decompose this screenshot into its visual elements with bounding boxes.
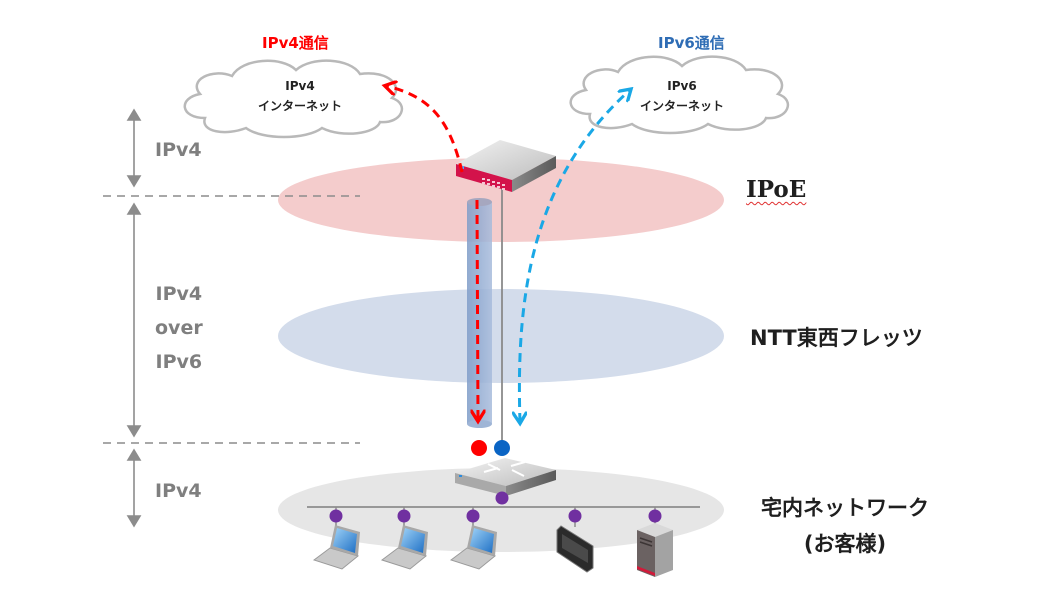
ipv4-over-ipv6-tunnel [467, 198, 492, 428]
layer-middle-line3: IPv6 [155, 351, 203, 373]
flets-zone [278, 289, 724, 383]
ipv6-cloud-line2: インターネット [639, 99, 724, 113]
laptop-icon [449, 507, 497, 570]
layer-label-top: IPv4 [155, 139, 202, 161]
lan-node [568, 509, 582, 523]
home-zone-line1: 宅内ネットワーク [761, 496, 929, 520]
layer-middle-line2: over [155, 317, 203, 339]
ipv4-communication-title: IPv4通信 [262, 34, 329, 52]
ipv4-flow-arrow-down [477, 199, 478, 420]
home-zone-label: 宅内ネットワーク (お客様) [740, 490, 950, 562]
home-network-zone [278, 468, 724, 552]
home-zone-line2: (お客様) [803, 532, 887, 556]
server-icon [637, 507, 673, 577]
tablet-icon [556, 507, 594, 573]
router-lan-node [495, 491, 509, 505]
ipoe-zone-label: IPoE [746, 176, 807, 203]
ipv4-endpoint-dot [471, 440, 487, 456]
layer-arrow-middle [126, 202, 142, 438]
laptop-icon [380, 507, 428, 570]
layer-label-bottom: IPv4 [155, 480, 202, 502]
ipv6-communication-title: IPv6通信 [658, 34, 725, 52]
ipv4-cloud-line2: インターネット [257, 99, 342, 113]
ipv6-endpoint-dot [494, 440, 510, 456]
home-router-icon [455, 458, 556, 496]
layer-arrow-bottom [126, 448, 142, 528]
ipv6-cloud-line1: IPv6 [667, 79, 697, 93]
lan-node [329, 509, 343, 523]
lan-node [397, 509, 411, 523]
ipv4-cloud-line1: IPv4 [285, 79, 315, 93]
layer-arrow-top [126, 108, 142, 188]
laptop-icon [312, 507, 360, 570]
ipv4-flow-arrow-up [386, 86, 464, 173]
ipv4-internet-cloud [183, 59, 404, 139]
ipv4-cloud-label: IPv4 インターネット [230, 76, 370, 116]
ipv6-flow-arrow [519, 90, 630, 422]
layer-label-middle: IPv4 over IPv6 [155, 277, 203, 379]
flets-zone-label: NTT東西フレッツ [750, 326, 923, 350]
lan-node [648, 509, 662, 523]
ipv6-cloud-label: IPv6 インターネット [612, 76, 752, 116]
layer-middle-line1: IPv4 [155, 283, 203, 305]
lan-node [466, 509, 480, 523]
